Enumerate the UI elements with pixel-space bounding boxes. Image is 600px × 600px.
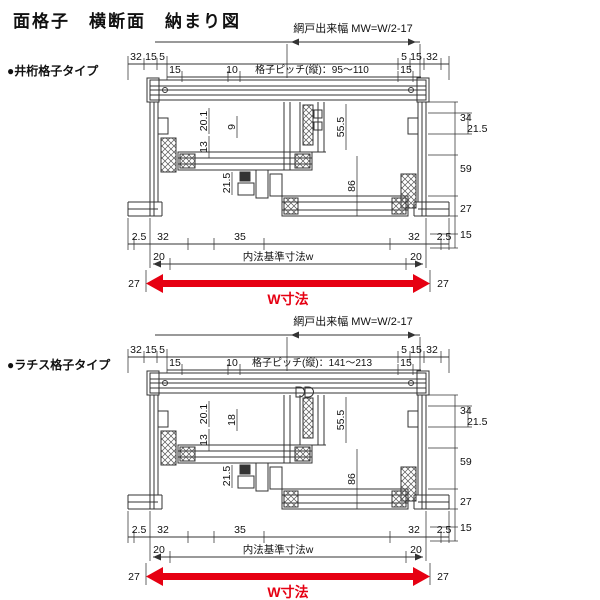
dim-top-right-32: 32 — [426, 51, 438, 63]
diagram-lattice: 網戸出来幅 MW=W/2-17 32 15 5 15 10 格子ピッチ(縦)：1… — [128, 314, 488, 600]
dim-top-right-5: 5 — [401, 51, 407, 63]
dim-bottom-right-20: 20 — [410, 251, 422, 263]
grille-pitch-label: 格子ピッチ(縦)：141～213 — [252, 356, 372, 369]
dim-interior-grille-depth: 9 — [226, 124, 238, 130]
dim-top-left-15: 15 — [145, 51, 157, 63]
dim-top-inner-right-15: 15 — [400, 357, 412, 369]
dim-right-15: 15 — [460, 522, 472, 534]
dim-right-34: 34 — [460, 112, 472, 124]
dim-bottom-left-20: 20 — [153, 544, 165, 556]
dim-bottom-35: 35 — [234, 231, 246, 243]
dim-interior-grille-depth: 18 — [226, 414, 238, 426]
dim-top-left-32: 32 — [130, 344, 142, 356]
dim-top-right-32: 32 — [426, 344, 438, 356]
dim-bottom-right-32: 32 — [408, 524, 420, 536]
diagram2-type-label: ●ラチス格子タイプ — [7, 358, 111, 372]
dim-right-59: 59 — [460, 456, 472, 468]
dim-bottom-left-32: 32 — [157, 524, 169, 536]
w-dimension-label: W寸法 — [267, 291, 308, 307]
dim-bottom-right-27: 27 — [437, 278, 449, 290]
dim-bottom-right-20: 20 — [410, 544, 422, 556]
dim-interior-86: 86 — [346, 473, 358, 485]
dim-top-right-15: 15 — [410, 51, 422, 63]
dim-top-inner-right-15: 15 — [400, 64, 412, 76]
dim-top-10: 10 — [226, 64, 238, 76]
dim-interior-21-5: 21.5 — [221, 173, 233, 194]
grille-bars-lattice — [295, 386, 314, 398]
dim-interior-86: 86 — [346, 180, 358, 192]
inner-standard-dimension-label: 内法基準寸法w — [243, 543, 314, 556]
dim-right-59: 59 — [460, 163, 472, 175]
dim-bottom-left-32: 32 — [157, 231, 169, 243]
dim-top-left-5: 5 — [159, 51, 165, 63]
dim-bottom-35: 35 — [234, 524, 246, 536]
grille-pitch-label: 格子ピッチ(縦)：95～110 — [255, 63, 369, 76]
w-dimension-label: W寸法 — [267, 584, 308, 600]
dim-right-21-5: 21.5 — [467, 416, 488, 428]
dim-bottom-left-20: 20 — [153, 251, 165, 263]
dim-bottom-right-2-5: 2.5 — [437, 524, 452, 536]
dim-right-15: 15 — [460, 229, 472, 241]
dim-interior-13: 13 — [198, 434, 210, 446]
dim-top-right-5: 5 — [401, 344, 407, 356]
dim-top-left-5: 5 — [159, 344, 165, 356]
page-title: 面格子 横断面 納まり図 — [13, 12, 241, 31]
dim-interior-55-5: 55.5 — [335, 117, 347, 138]
dim-interior-20-1: 20.1 — [198, 404, 210, 425]
dim-top-left-32: 32 — [130, 51, 142, 63]
dim-bottom-left-27: 27 — [128, 571, 140, 583]
dim-interior-13: 13 — [198, 141, 210, 153]
dim-interior-55-5: 55.5 — [335, 410, 347, 431]
screen-width-note: 網戸出来幅 MW=W/2-17 — [293, 21, 412, 35]
dim-top-inner-left-15: 15 — [169, 357, 181, 369]
diagram-igeta: 網戸出来幅 MW=W/2-17 32 15 5 15 10 格子ピッチ(縦)：9… — [128, 21, 488, 307]
dim-interior-21-5: 21.5 — [221, 466, 233, 487]
dim-top-10: 10 — [226, 357, 238, 369]
dim-top-inner-left-15: 15 — [169, 64, 181, 76]
dim-bottom-left-27: 27 — [128, 278, 140, 290]
inner-standard-dimension-label: 内法基準寸法w — [243, 250, 314, 263]
dim-bottom-right-2-5: 2.5 — [437, 231, 452, 243]
dim-top-left-15: 15 — [145, 344, 157, 356]
dim-bottom-left-2-5: 2.5 — [132, 231, 147, 243]
dim-top-right-15: 15 — [410, 344, 422, 356]
dim-bottom-right-27: 27 — [437, 571, 449, 583]
dim-interior-20-1: 20.1 — [198, 111, 210, 132]
dim-bottom-right-32: 32 — [408, 231, 420, 243]
dim-bottom-left-2-5: 2.5 — [132, 524, 147, 536]
screen-width-note: 網戸出来幅 MW=W/2-17 — [293, 314, 412, 328]
dim-right-27: 27 — [460, 203, 472, 215]
dim-right-21-5: 21.5 — [467, 123, 488, 135]
diagram1-type-label: ●井桁格子タイプ — [7, 64, 99, 78]
grille-bars-square — [313, 109, 323, 131]
dim-right-34: 34 — [460, 405, 472, 417]
dim-right-27: 27 — [460, 496, 472, 508]
